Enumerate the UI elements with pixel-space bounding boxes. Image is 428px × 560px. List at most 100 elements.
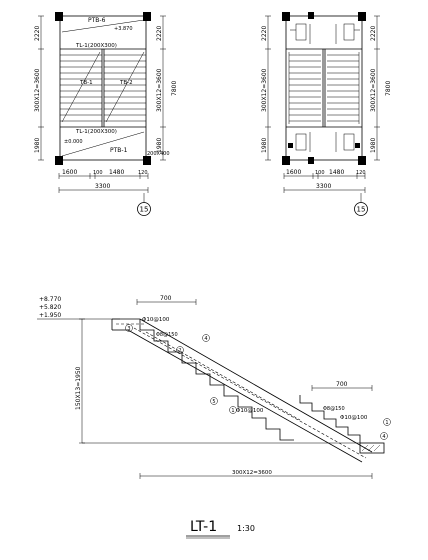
right-plan-span-c: 1480: [329, 169, 344, 176]
left-plan-dim-middle: 300X12=3600: [34, 68, 41, 112]
right-plan-column: [282, 156, 290, 165]
left-plan-diagonal: [61, 51, 101, 123]
right-plan-column: [288, 143, 293, 148]
right-plan-overall-dim: 3300: [316, 183, 331, 190]
left-stair-plan: PTB-6 TL-1(200X300) TB-1 TB-2 TL-1(200X3…: [34, 12, 178, 216]
section-bar-mark: [202, 334, 210, 342]
right-plan-dim-middle: 300X12=3600: [261, 68, 268, 112]
left-plan-column: [55, 156, 63, 165]
right-plan-dim-bottom: 1980: [261, 138, 268, 153]
left-plan-tb-left-label: TB-1: [79, 80, 93, 86]
section-bar-mark-label: 1: [231, 408, 234, 414]
section-title: LT-1: [190, 519, 217, 535]
right-plan-outline: [285, 15, 363, 161]
section-rebar-mid: Φ10@100: [236, 408, 264, 414]
right-plan-span-a: 1600: [286, 169, 301, 176]
left-plan-ptb-top-label: PTB-6: [88, 17, 106, 24]
right-plan-dim-total: 7800: [385, 81, 392, 96]
right-plan-detail: [295, 133, 307, 151]
left-plan-tl-top-label: TL-1(200X300): [75, 43, 117, 49]
section-bar-note: Φ8@150: [156, 332, 178, 338]
section-bar-mark-label: 1: [385, 420, 388, 426]
section-rebar-upper: Φ10@100: [142, 317, 170, 323]
section-level-mid: +5.820: [39, 304, 61, 311]
left-plan-diagonal: [61, 131, 145, 157]
left-plan-span-b: 100: [93, 170, 103, 176]
left-plan-column: [143, 156, 151, 165]
section-bar-mark: [210, 397, 218, 405]
left-plan-column: [55, 12, 63, 21]
right-plan-span-b: 100: [315, 170, 325, 176]
section-bar-mark: [229, 406, 237, 414]
right-plan-grid-bubble: [354, 202, 368, 216]
right-plan-grid-label: 15: [357, 206, 366, 214]
section-bar-mark-label: 3: [127, 326, 130, 332]
section-level-top: +8.770: [39, 296, 61, 303]
section-dim-lower: 700: [336, 381, 348, 388]
section-bar-mark: [176, 346, 184, 354]
right-plan-detail: [343, 133, 355, 151]
right-plan-dim-middle-right: 300X12=3600: [370, 68, 377, 112]
left-plan-corner-note: 200X400: [147, 151, 170, 157]
left-plan-dim-bottom: 1980: [34, 138, 41, 153]
right-plan-column: [308, 12, 314, 19]
section-level-low: +1.950: [39, 312, 61, 319]
section-slab-top: [139, 318, 373, 453]
section-scale: 1:30: [237, 524, 255, 533]
right-plan-dim-top-right: 2220: [370, 26, 377, 41]
section-bar-mark: [125, 324, 133, 332]
left-plan-level-label: ±0.000: [64, 139, 83, 145]
left-plan-overall-dim: 3300: [95, 183, 110, 190]
left-plan-treads: [60, 54, 146, 122]
section-bar-mark-label: 4: [382, 434, 385, 440]
left-plan-dim-total: 7800: [171, 81, 178, 96]
left-plan-dim-top: 2220: [34, 26, 41, 41]
right-plan-treads: [288, 52, 360, 124]
left-plan-span-d: 120: [138, 170, 148, 176]
right-plan-column: [355, 143, 360, 148]
left-plan-dim-middle-right: 300X12=3600: [156, 68, 163, 112]
section-bar-mark-label: 4: [204, 336, 207, 342]
right-plan-column: [282, 12, 290, 21]
section-steps: [139, 319, 294, 441]
section-steps-lower: [299, 395, 361, 443]
section-bar-mark-label: 5: [212, 399, 215, 405]
right-plan-span-d: 120: [356, 170, 366, 176]
left-plan-ptb-bottom-label: PTB-1: [110, 147, 128, 154]
left-plan-tb-right-label: TB-2: [119, 80, 133, 86]
right-plan-column: [308, 157, 314, 164]
section-bottom-beam: [359, 442, 385, 454]
left-plan-column: [143, 12, 151, 21]
right-plan-column: [358, 156, 366, 165]
section-bar-note-lower: Φ8@150: [323, 406, 345, 412]
section-bar-mark: [383, 418, 391, 426]
left-plan-dim-top-right: 2220: [156, 26, 163, 41]
left-plan-span-a: 1600: [62, 169, 77, 176]
left-plan-span-c: 1480: [109, 169, 124, 176]
left-plan-outline: [59, 15, 147, 161]
drawing-title: LT-1 1:30: [186, 519, 255, 539]
section-rebar: [145, 331, 301, 421]
right-plan-column: [358, 12, 366, 21]
section-height-dim: 150X13=1950: [75, 366, 82, 410]
right-stair-plan: 2220 300X12=3600 1980 2220 7800 300X12=3…: [261, 12, 392, 216]
section-soffit: [127, 329, 363, 463]
section-rebar-lower: Φ10@100: [340, 415, 368, 421]
left-plan-grid-label: 15: [140, 206, 149, 214]
right-plan-detail: [295, 23, 307, 41]
stair-section: +8.770 +5.820 +1.950 150X13=1950 700: [37, 295, 391, 479]
section-bar-mark: [380, 432, 388, 440]
section-bar-mark-label: 2: [178, 348, 181, 354]
right-plan-dim-bottom-right: 1980: [370, 138, 377, 153]
left-plan-dim-bottom-right: 1980: [156, 138, 163, 153]
left-plan-level-label: +3.870: [114, 26, 133, 32]
section-dim-upper: 700: [160, 295, 172, 302]
section-run-dim: 300X12=3600: [232, 470, 272, 476]
right-plan-dim-top: 2220: [261, 26, 268, 41]
section-rebar: [133, 327, 367, 459]
right-plan-detail: [343, 23, 355, 41]
left-plan-tl-bottom-label: TL-1(200X300): [75, 129, 117, 135]
left-plan-diagonal: [105, 51, 145, 123]
left-plan-grid-bubble: [137, 202, 151, 216]
